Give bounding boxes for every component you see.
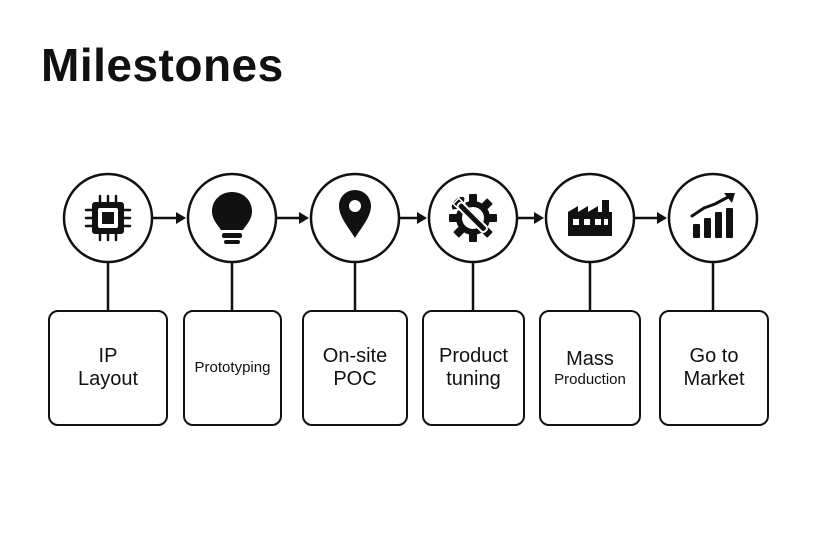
step-label-box: Go to Market xyxy=(659,310,769,426)
step-label-line: IP xyxy=(98,345,118,367)
page-title: Milestones xyxy=(41,39,284,91)
arrowhead-icon xyxy=(657,212,667,224)
step-label: Mass Production xyxy=(554,348,626,388)
step-label-line: tuning xyxy=(446,368,501,390)
microchip-icon xyxy=(84,194,132,242)
map-pin-icon xyxy=(339,190,371,238)
step-label-box: IP Layout xyxy=(48,310,168,426)
step-label-line: Mass xyxy=(566,347,614,370)
step-label: Product tuning xyxy=(439,345,508,391)
step-label-box: Mass Production xyxy=(539,310,641,426)
step-label-line: Market xyxy=(683,368,745,390)
step-label-line: Product xyxy=(439,345,508,367)
step-label-line: POC xyxy=(333,368,377,390)
step-label-line: Layout xyxy=(77,368,139,390)
step-label-line: Go to xyxy=(689,345,739,367)
step-label-box: On-site POC xyxy=(302,310,408,426)
arrowhead-icon xyxy=(417,212,427,224)
gear-wrench-icon xyxy=(449,194,497,242)
step-circle xyxy=(667,172,759,264)
step-label: Go to Market xyxy=(683,345,744,391)
arrowhead-icon xyxy=(176,212,186,224)
growth-chart-icon xyxy=(690,193,735,238)
step-label: Prototyping xyxy=(195,359,271,376)
step-label-box: Product tuning xyxy=(422,310,525,426)
arrowhead-icon xyxy=(299,212,309,224)
step-label-line: Prototyping xyxy=(194,359,271,377)
step-label-line: Production xyxy=(554,370,626,388)
step-label-line: On-site xyxy=(322,345,388,367)
lightbulb-icon xyxy=(212,192,252,244)
step-label: IP Layout xyxy=(78,345,138,391)
step-label-box: Prototyping xyxy=(183,310,282,426)
arrowhead-icon xyxy=(534,212,544,224)
step-label: On-site POC xyxy=(323,345,387,391)
factory-icon xyxy=(568,200,612,236)
